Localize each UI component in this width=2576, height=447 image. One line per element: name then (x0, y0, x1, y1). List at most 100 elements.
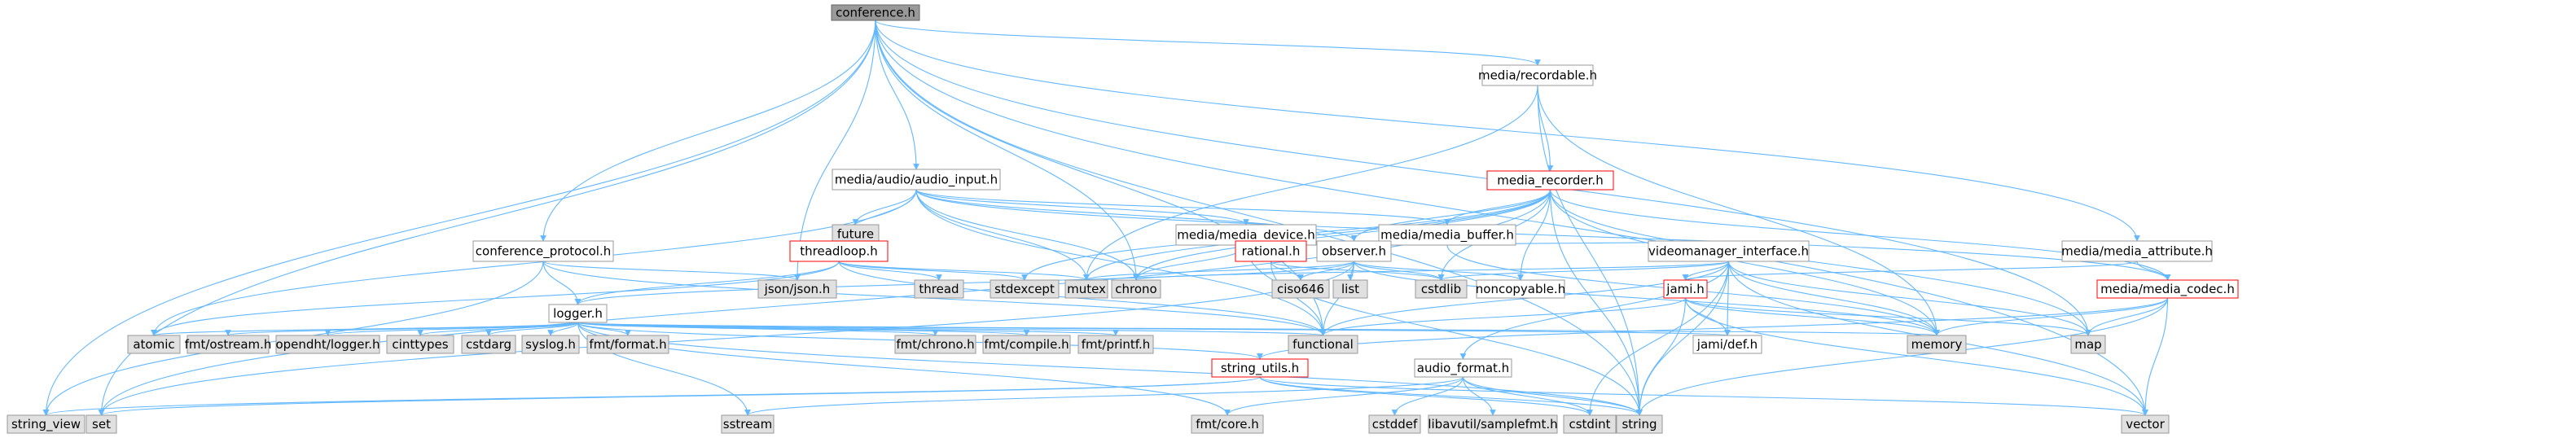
edge-media_codec-to-map (2085, 297, 2169, 336)
edge-observer-to-mutex (1083, 261, 1355, 281)
node-box (2070, 335, 2106, 354)
graph-node-opendht-logger: opendht/logger.h (275, 335, 380, 354)
graph-node-media-attribute[interactable]: media/media_attribute.h (2061, 240, 2213, 262)
node-label: cstdarg (466, 337, 511, 352)
node-box (2121, 414, 2170, 434)
edge-audio_input-to-atomic (151, 189, 917, 336)
node-box (2061, 240, 2213, 262)
graph-node-media-buffer[interactable]: media/media_buffer.h (1378, 224, 1516, 246)
edge-logger-to-fmt_ostream (225, 322, 579, 336)
edge-jami-to-vector (1684, 297, 2148, 416)
graph-node-stdexcept: stdexcept (990, 279, 1060, 299)
graph-node-noncopyable[interactable]: noncopyable.h (1476, 279, 1565, 299)
graph-node-string-utils[interactable]: string_utils.h (1211, 358, 1309, 378)
graph-node-fmt-format: fmt/format.h (586, 335, 669, 354)
edge-audio_input-to-functional (915, 189, 1327, 336)
edge-logger-to-syslog (547, 322, 579, 336)
node-label: media/media_attribute.h (2061, 244, 2213, 260)
node-label: chrono (1115, 282, 1156, 296)
node-box (832, 169, 1001, 191)
graph-node-conference-protocol[interactable]: conference_protocol.h (472, 240, 614, 262)
graph-node-sstream: sstream (721, 414, 775, 434)
edge-conference_h-to-string_view (42, 20, 876, 416)
graph-node-memory: memory (1907, 335, 1967, 354)
edge-conference_h-to-map (875, 20, 2091, 336)
node-label: set (92, 417, 111, 432)
graph-node-logger[interactable]: logger.h (548, 304, 608, 323)
edge-media_attribute-to-jami (1682, 261, 2138, 281)
graph-node-threadloop[interactable]: threadloop.h (789, 240, 889, 262)
edge-audio_input-to-media_buffer (915, 189, 1450, 226)
node-label: mutex (1067, 282, 1106, 296)
node-label: string_view (11, 417, 81, 432)
graph-node-fmt-ostream: fmt/ostream.h (185, 335, 271, 354)
edge-logger-to-atomic (151, 322, 579, 336)
node-box (1235, 240, 1307, 262)
node-box (1111, 279, 1161, 299)
node-box (127, 335, 181, 354)
edge-media_recordable-to-memory (1537, 85, 1940, 336)
edge-audio_input-to-media_codec (915, 189, 2171, 281)
node-label: memory (1911, 337, 1963, 352)
graph-node-rational[interactable]: rational.h (1235, 240, 1307, 262)
edge-media_codec-to-vector (2142, 297, 2169, 416)
node-box (1378, 224, 1516, 246)
node-label: fmt/core.h (1196, 417, 1259, 432)
graph-node-fmt-core: fmt/core.h (1191, 414, 1264, 434)
edge-conference_h-to-media_recordable (875, 20, 1541, 66)
edge-media_attribute-to-media_codec (2136, 261, 2171, 281)
edge-conference_h-to-chrono (875, 20, 1139, 281)
edge-audio_format-to-libavutil (1462, 376, 1496, 416)
node-box (1415, 279, 1468, 299)
graph-node-conference-h[interactable]: conference.h (831, 4, 920, 21)
graph-node-media-recorder[interactable]: media_recorder.h (1486, 170, 1614, 191)
node-box (982, 335, 1071, 354)
graph-node-observer[interactable]: observer.h (1316, 240, 1392, 262)
edge-audio_format-to-string (1462, 376, 1643, 416)
edge-audio_format-to-fmt_core (1224, 376, 1464, 416)
node-box (1663, 279, 1708, 299)
graph-node-functional: functional (1288, 335, 1358, 354)
graph-node-atomic: atomic (127, 335, 181, 354)
graph-node-audio-input[interactable]: media/audio/audio_input.h (832, 169, 1001, 191)
graph-node-videomanager[interactable]: videomanager_interface.h (1648, 240, 1810, 262)
node-box (461, 335, 516, 354)
node-box (386, 335, 454, 354)
graph-node-string: string (1616, 414, 1663, 434)
edge-audio_input-to-future (852, 189, 917, 226)
edge-logger-to-cstdarg (485, 322, 579, 336)
node-label: fmt/printf.h (1082, 337, 1151, 352)
node-box (1191, 414, 1264, 434)
node-label: stdexcept (994, 282, 1055, 296)
edge-conference_h-to-media_attribute (875, 20, 2140, 242)
edge-threadloop-to-logger (574, 261, 840, 305)
node-box (1481, 64, 1594, 86)
node-label: rational.h (1242, 244, 1301, 259)
edge-media_recorder-to-set (98, 189, 1551, 416)
edge-conference_h-to-string (875, 20, 1643, 416)
graph-node-media-recordable[interactable]: media/recordable.h (1478, 64, 1597, 86)
node-label: conference_protocol.h (476, 244, 611, 260)
edge-videomanager-to-cstdint (1586, 261, 1730, 416)
node-box (990, 279, 1060, 299)
node-box (757, 279, 837, 299)
graph-node-media-codec[interactable]: media/media_codec.h (2096, 279, 2239, 299)
node-label: logger.h (553, 306, 603, 321)
graph-node-chrono: chrono (1111, 279, 1161, 299)
edge-string_utils-to-vector (1259, 376, 2148, 416)
graph-node-media-device[interactable]: media/media_device.h (1175, 224, 1317, 246)
graph-node-thread: thread (914, 279, 964, 299)
graph-node-jami-def[interactable]: jami/def.h (1692, 335, 1762, 354)
edge-audio_input-to-mutex (915, 189, 1090, 281)
node-box (1692, 335, 1762, 354)
node-box (1414, 358, 1512, 378)
node-label: string (1622, 417, 1657, 432)
graph-node-audio-format[interactable]: audio_format.h (1414, 358, 1512, 378)
graph-node-jami[interactable]: jami.h (1663, 279, 1708, 299)
node-box (1907, 335, 1967, 354)
graph-node-set: set (86, 414, 117, 434)
node-box (86, 414, 117, 434)
node-box (1064, 279, 1108, 299)
node-label: fmt/chrono.h (896, 337, 974, 352)
